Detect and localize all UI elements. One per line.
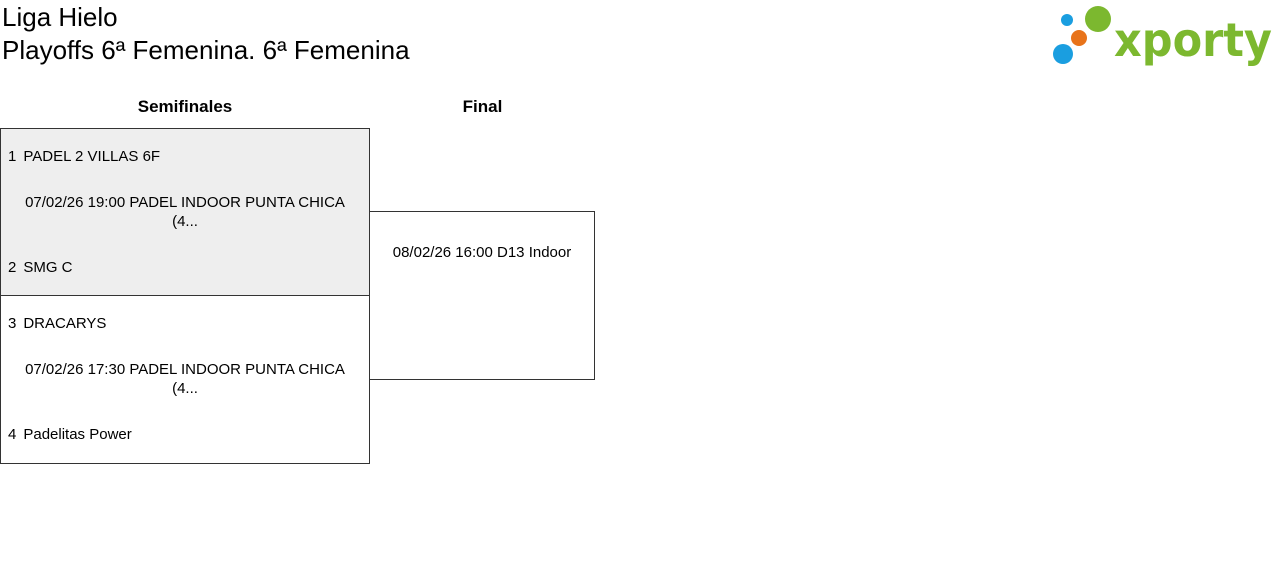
team-slot[interactable]: 2 SMG C: [8, 258, 73, 278]
logo-dot-blue-small: [1061, 14, 1073, 26]
match-info: 07/02/26 19:00 PADEL INDOOR PUNTA CHICA …: [25, 194, 345, 230]
xporty-logo-graphic: xporty: [1053, 6, 1272, 67]
team-seed: 1: [8, 148, 17, 165]
team-name: PADEL 2 VILLAS 6F: [23, 148, 161, 165]
final-match[interactable]: 08/02/26 16:00 D13 Indoor: [369, 211, 595, 380]
match-info: 08/02/26 16:00 D13 Indoor: [392, 244, 572, 261]
team-seed: 2: [8, 259, 17, 276]
team-slot[interactable]: 4 Padelitas Power: [8, 425, 132, 445]
round-header-final: Final: [462, 97, 503, 116]
league-title: Liga Hielo: [2, 2, 118, 32]
team-name: Padelitas Power: [23, 426, 132, 443]
team-seed: 3: [8, 315, 17, 332]
xporty-logo[interactable]: xporty: [1050, 4, 1276, 68]
logo-dot-orange: [1071, 30, 1087, 46]
logo-dot-green: [1085, 6, 1111, 32]
team-name: DRACARYS: [23, 315, 107, 332]
logo-dot-blue: [1053, 44, 1073, 64]
round-header-semifinales: Semifinales: [137, 97, 233, 116]
team-slot[interactable]: 1 PADEL 2 VILLAS 6F: [8, 147, 160, 167]
logo-wordmark: xporty: [1114, 13, 1272, 67]
team-seed: 4: [8, 426, 17, 443]
match-info: 07/02/26 17:30 PADEL INDOOR PUNTA CHICA …: [25, 361, 345, 397]
competition-title: Playoffs 6ª Femenina. 6ª Femenina: [2, 35, 410, 65]
semifinal-match-2[interactable]: 3 DRACARYS 07/02/26 17:30 PADEL INDOOR PU…: [0, 295, 370, 464]
team-name: SMG C: [23, 259, 73, 276]
semifinal-match-1[interactable]: 1 PADEL 2 VILLAS 6F 07/02/26 19:00 PADEL …: [0, 128, 370, 296]
team-slot[interactable]: 3 DRACARYS: [8, 314, 106, 334]
